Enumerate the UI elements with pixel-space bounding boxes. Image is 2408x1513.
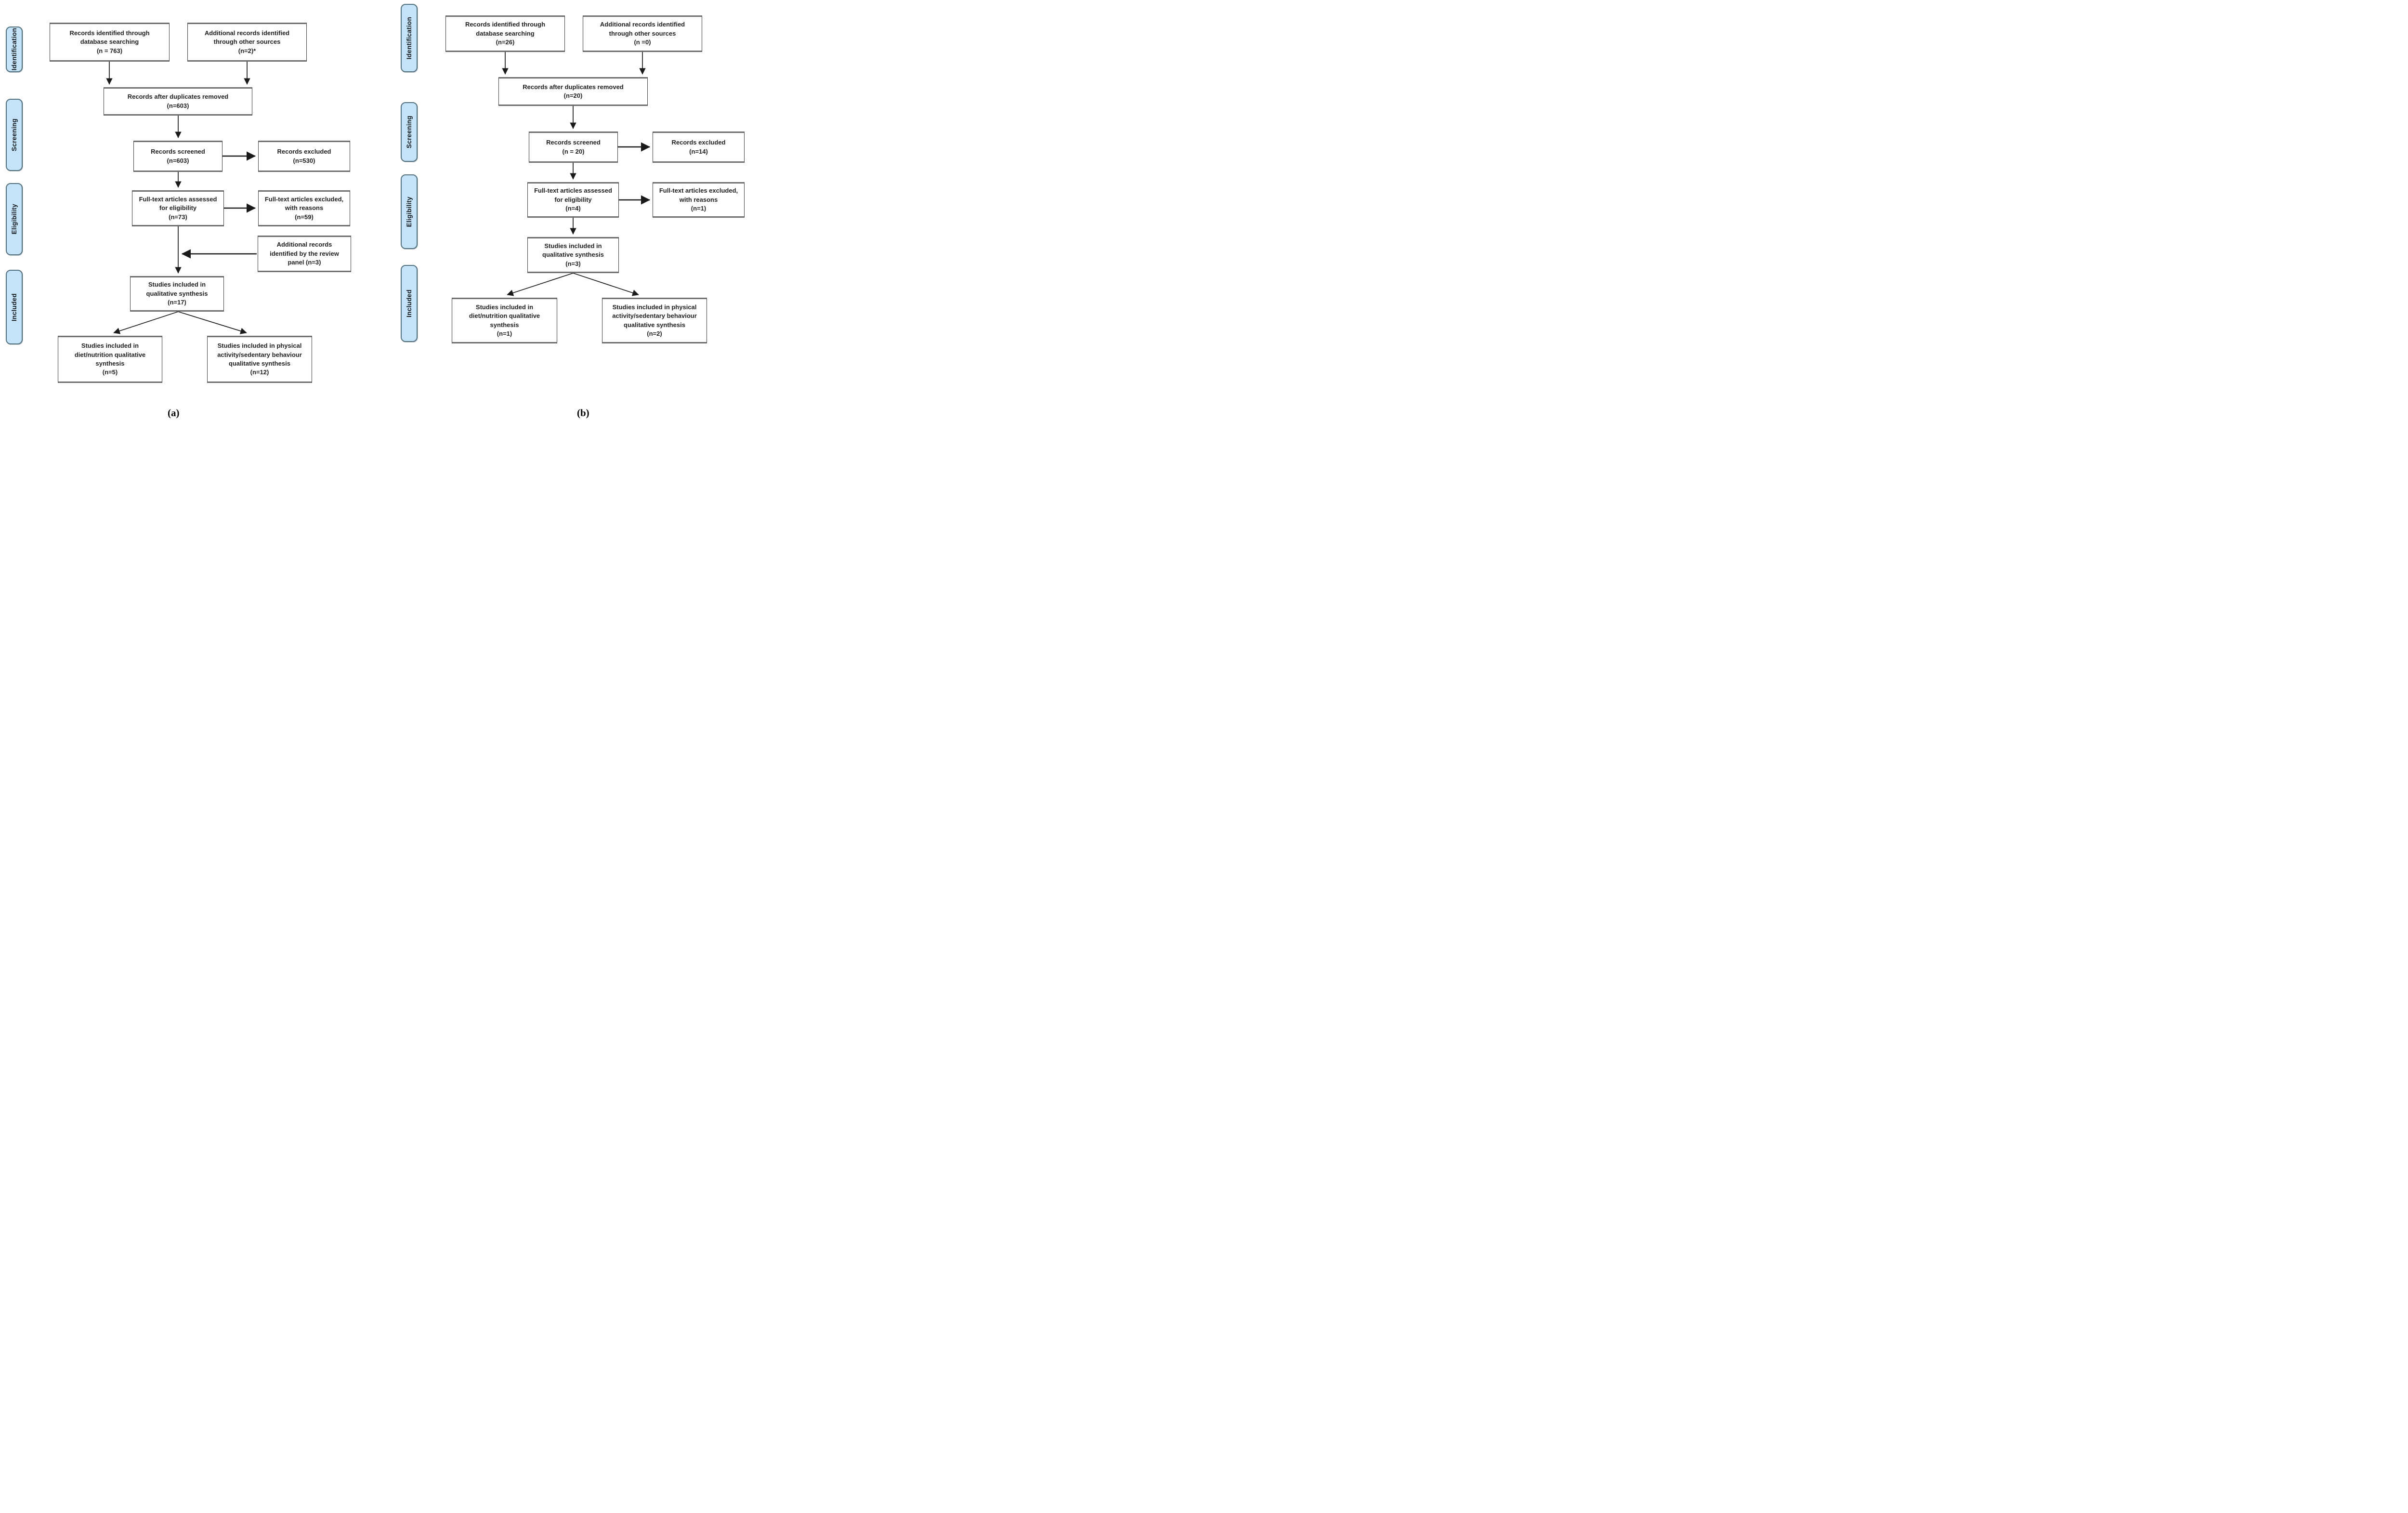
node-a-records-screened: Records screened (n=603) <box>133 141 222 172</box>
node-a-records-identified: Records identified through database sear… <box>50 23 170 62</box>
stage-label: Screening <box>11 118 18 151</box>
node-a-physical-activity: Studies included in physical activity/se… <box>207 336 312 383</box>
stage-label: Eligibility <box>11 204 18 235</box>
node-a-fulltext-excluded: Full-text articles excluded, with reason… <box>258 190 350 226</box>
stage-identification-a: Identification <box>6 26 23 72</box>
node-b-fulltext-assessed: Full-text articles assessed for eligibil… <box>527 182 619 218</box>
prisma-flow-figure: Identification Screening Eligibility Inc… <box>0 0 755 431</box>
node-a-diet-nutrition: Studies included in diet/nutrition quali… <box>58 336 162 383</box>
stage-included-b: Included <box>401 265 418 342</box>
stage-label: Identification <box>11 28 18 71</box>
node-b-diet-nutrition: Studies included in diet/nutrition quali… <box>452 298 557 343</box>
node-b-records-screened: Records screened (n = 20) <box>529 132 618 163</box>
node-a-qualitative-synthesis: Studies included in qualitative synthesi… <box>130 276 224 312</box>
stage-label: Screening <box>406 116 413 148</box>
node-a-records-excluded: Records excluded (n=530) <box>258 141 350 172</box>
node-b-additional-records: Additional records identified through ot… <box>583 15 702 52</box>
stage-eligibility-b: Eligibility <box>401 174 418 249</box>
node-b-records-excluded: Records excluded (n=14) <box>653 132 745 163</box>
stage-identification-b: Identification <box>401 4 418 72</box>
stage-screening-b: Screening <box>401 102 418 162</box>
stage-label: Included <box>11 293 18 321</box>
node-b-records-identified: Records identified through database sear… <box>445 15 565 52</box>
node-a-fulltext-assessed: Full-text articles assessed for eligibil… <box>132 190 224 226</box>
node-b-physical-activity: Studies included in physical activity/se… <box>602 298 707 343</box>
stage-label: Included <box>406 289 413 317</box>
node-a-duplicates-removed: Records after duplicates removed (n=603) <box>104 87 252 116</box>
node-b-qualitative-synthesis: Studies included in qualitative synthesi… <box>527 237 619 273</box>
node-b-duplicates-removed: Records after duplicates removed (n=20) <box>498 77 648 106</box>
stage-included-a: Included <box>6 270 23 344</box>
stage-label: Identification <box>406 16 413 60</box>
stage-eligibility-a: Eligibility <box>6 183 23 255</box>
caption-b: (b) <box>577 407 589 419</box>
stage-screening-a: Screening <box>6 99 23 171</box>
node-a-review-panel: Additional records identified by the rev… <box>258 236 351 272</box>
stage-label: Eligibility <box>406 196 413 227</box>
node-a-additional-records: Additional records identified through ot… <box>187 23 307 62</box>
caption-a: (a) <box>168 407 180 419</box>
node-b-fulltext-excluded: Full-text articles excluded, with reason… <box>653 182 745 218</box>
